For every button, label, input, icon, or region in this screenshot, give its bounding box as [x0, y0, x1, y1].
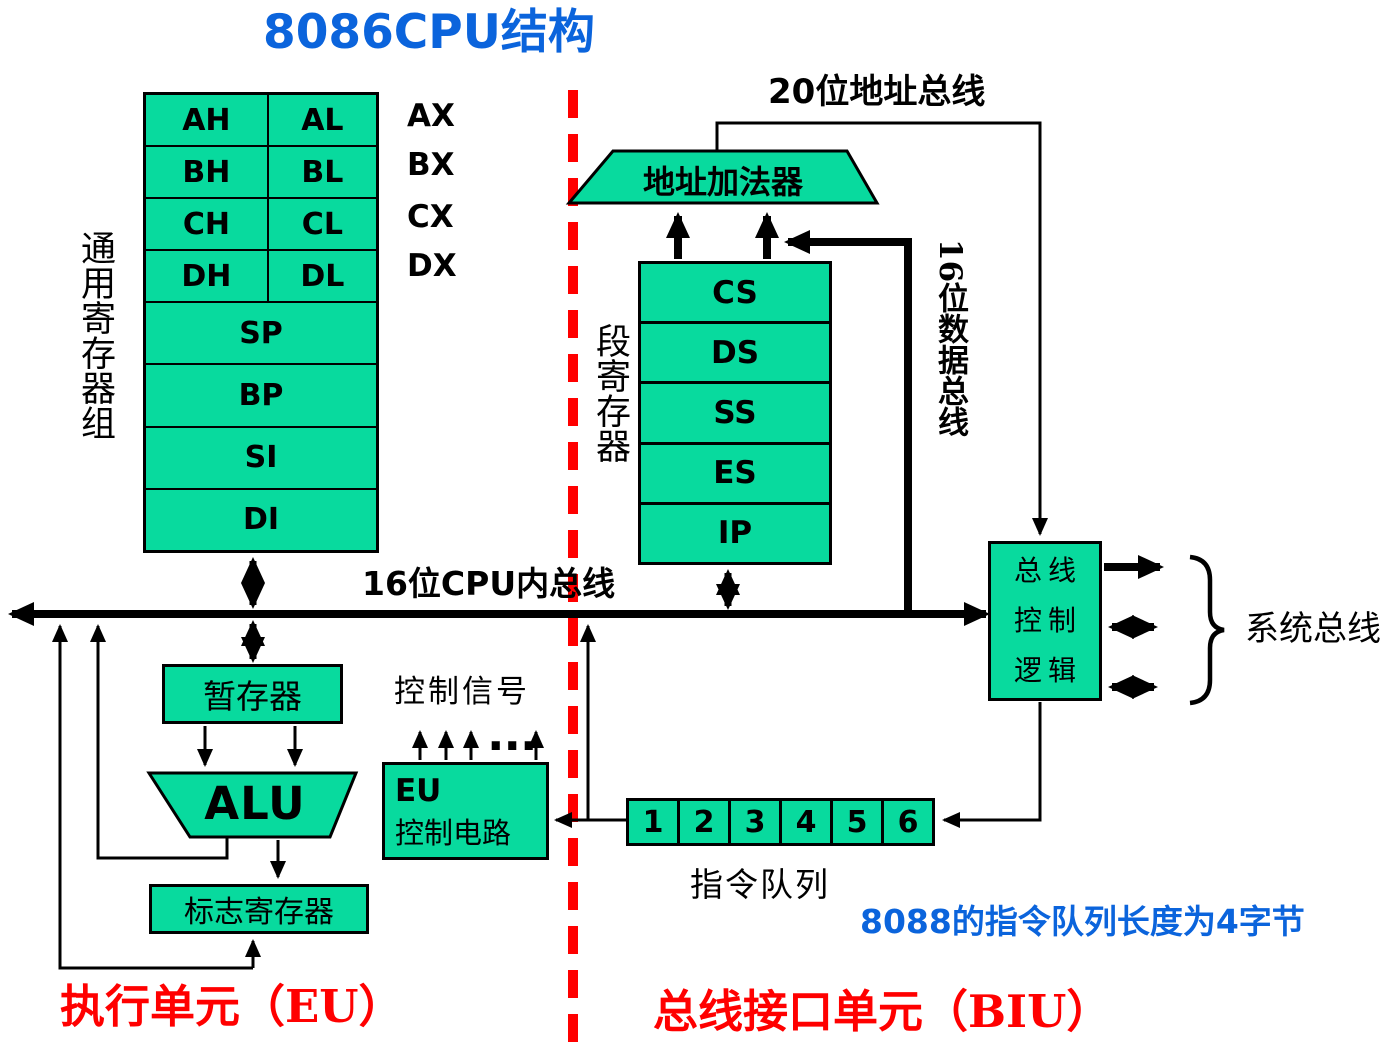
segment-row-ds: DS	[641, 324, 829, 385]
alu-label: ALU	[204, 777, 306, 830]
register-cell-bh: BH	[146, 147, 269, 197]
register-cell-al: AL	[301, 102, 344, 138]
segment-register-file: CS DS SS ES IP	[638, 261, 832, 565]
queue-length-note: 8088的指令队列长度为4字节	[860, 902, 1305, 941]
flags-register-box: 标志寄存器	[149, 884, 369, 934]
segment-row-ip: IP	[717, 515, 753, 552]
word-register-label-ax: AX	[407, 98, 455, 134]
bus-control-line-3: 逻辑	[1013, 654, 1082, 687]
segment-row-ss: SS	[641, 384, 829, 445]
eu-control-line-1: EU	[395, 773, 442, 809]
bus-control-line-2: 控制	[1013, 604, 1082, 637]
word-register-label-cx: CX	[407, 199, 454, 235]
register-row-b: BH BL	[146, 147, 376, 199]
address-bus-line	[715, 121, 1048, 536]
register-cell-bl: BL	[301, 154, 344, 190]
temp-register-box: 暂存器	[162, 664, 343, 724]
queue-cell-1: 1	[629, 801, 680, 843]
bus-control-line-1: 总线	[1013, 554, 1082, 587]
queue-cell-4: 4	[782, 801, 833, 843]
segment-row-es: ES	[641, 445, 829, 505]
register-row-sp: SP	[146, 303, 376, 366]
page-title: 8086CPU结构	[263, 5, 595, 60]
segment-register-group-label: 段寄存器	[590, 323, 630, 463]
eu-unit-label: 执行单元（EU）	[60, 980, 404, 1033]
register-row-d: DH DL	[146, 251, 376, 303]
queue-cell-3: 3	[731, 801, 782, 843]
queue-cell-2: 2	[680, 801, 731, 843]
bus-control-logic-box: 总线 控制 逻辑	[988, 541, 1102, 701]
biu-unit-label: 总线接口单元（BIU）	[653, 985, 1112, 1038]
instruction-queue: 1 2 3 4 5 6	[626, 798, 935, 846]
register-cell-dh: DH	[146, 251, 269, 301]
register-row-bp: BP	[146, 365, 376, 428]
register-row-a: AH AL	[146, 95, 376, 147]
alu-shape	[146, 771, 359, 839]
busctl-to-queue-line	[942, 702, 1042, 828]
address-adder-label: 地址加法器	[642, 163, 803, 201]
segment-row-cs: CS	[641, 264, 829, 325]
queue-cell-6: 6	[897, 804, 919, 840]
address-bus-label: 20位地址总线	[768, 72, 986, 112]
system-bus-brace	[1189, 554, 1225, 706]
general-register-group-label: 通用寄存器组	[75, 230, 115, 440]
system-bus-label: 系统总线	[1245, 609, 1381, 649]
control-signals-label: 控制信号	[394, 674, 530, 710]
register-cell-cl: CL	[301, 206, 343, 242]
control-signals-ellipsis: ...	[487, 707, 537, 761]
queue-cell-5: 5	[833, 801, 884, 843]
word-register-label-dx: DX	[407, 248, 457, 284]
eu-control-line-2: 控制电路	[395, 816, 512, 850]
register-cell-dl: DL	[300, 258, 345, 294]
word-register-label-bx: BX	[407, 147, 455, 183]
data-bus-line	[784, 230, 912, 611]
flags-loop-line	[52, 624, 253, 970]
register-row-c: CH CL	[146, 199, 376, 251]
data-bus-label: 16位数据总线	[932, 239, 968, 438]
internal-bus-label: 16位CPU内总线	[362, 564, 616, 603]
alu-output-loop-line	[90, 624, 229, 860]
eu-control-circuit-box: EU 控制电路	[382, 762, 549, 860]
address-adder-shape	[565, 149, 880, 205]
instruction-queue-label: 指令队列	[690, 865, 830, 904]
register-row-di: DI	[242, 502, 280, 538]
register-row-si: SI	[146, 428, 376, 490]
register-cell-ch: CH	[146, 199, 269, 249]
general-register-file: AH AL BH BL CH CL DH DL SP BP SI DI	[143, 92, 379, 553]
register-cell-ah: AH	[146, 95, 269, 145]
